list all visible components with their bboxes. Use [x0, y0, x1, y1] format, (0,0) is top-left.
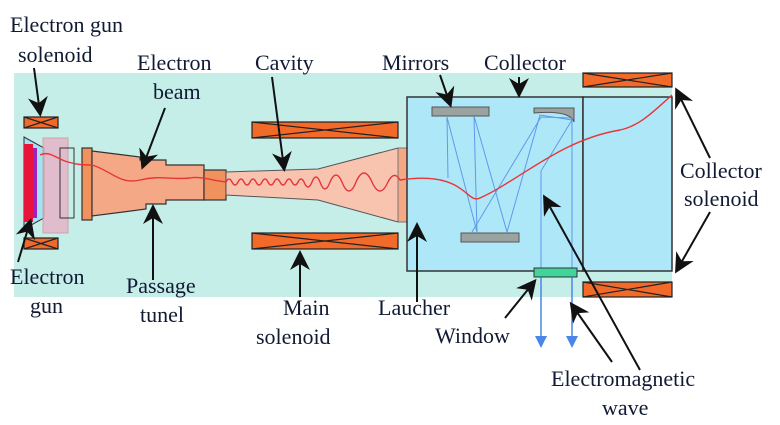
wave-rays — [446, 114, 573, 345]
label-electron-gun-2: gun — [30, 293, 63, 318]
label-electron-beam-2: beam — [153, 79, 201, 104]
label-collector-solenoid-2: solenoid — [684, 186, 759, 211]
label-main-solenoid-1: Main — [283, 295, 329, 320]
label-launcher: Laucher — [378, 295, 451, 320]
window — [533, 267, 578, 278]
label-electron-beam-1: Electron — [137, 50, 212, 75]
label-collector: Collector — [484, 50, 567, 75]
mirror-bottom — [460, 232, 520, 243]
main-solenoid — [251, 121, 399, 250]
label-window: Window — [435, 323, 510, 348]
pointer-arrows — [15, 67, 711, 371]
label-electron-gun-1: Electron — [10, 264, 85, 289]
label-electromagnetic-wave-2: wave — [602, 395, 648, 420]
label-collector-solenoid-1: Collector — [680, 158, 763, 183]
passage-tunnel — [81, 147, 227, 221]
label-electron-gun-solenoid-2: solenoid — [18, 42, 93, 67]
mirror-top — [431, 106, 490, 117]
electron-beam — [39, 94, 673, 200]
mirror-curved — [533, 107, 575, 123]
electron-gun — [23, 136, 75, 234]
label-passage-tunnel-2: tunel — [140, 302, 184, 327]
label-passage-tunnel-1: Passage — [126, 273, 196, 298]
collector-solenoid — [582, 72, 673, 298]
label-cavity: Cavity — [255, 50, 314, 75]
label-electromagnetic-wave-1: Electromagnetic — [551, 366, 695, 391]
collector — [406, 96, 584, 272]
label-electron-gun-solenoid-1: Electron gun — [10, 12, 123, 37]
label-mirrors: Mirrors — [382, 50, 449, 75]
collector-extension — [582, 96, 673, 272]
label-main-solenoid-2: solenoid — [256, 324, 331, 349]
